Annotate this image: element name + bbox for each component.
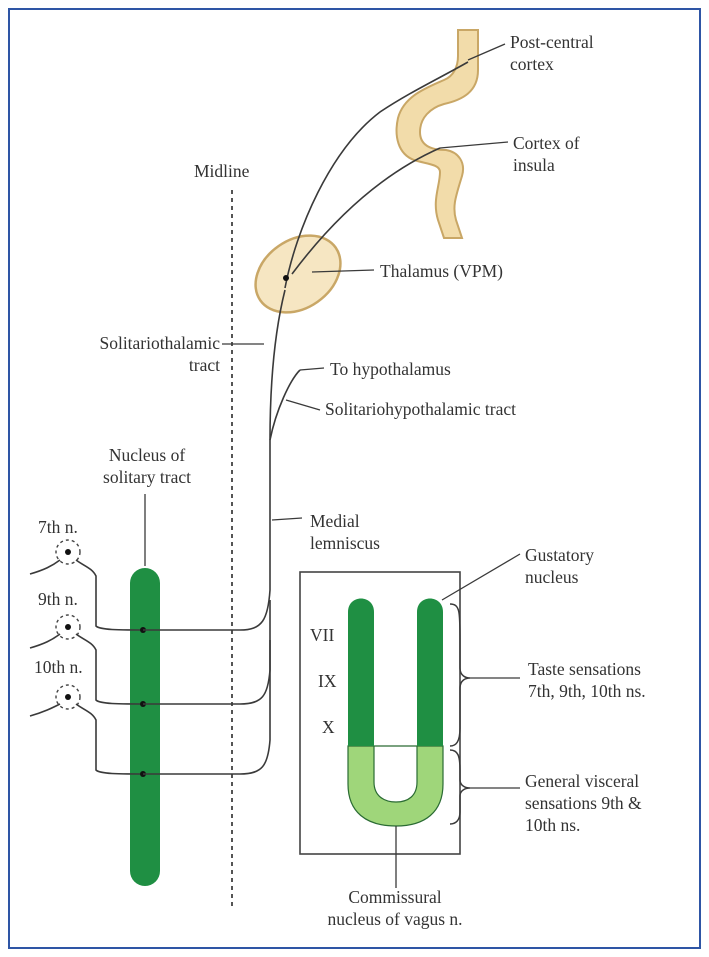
label-gustatory-nucleus: Gustatory nucleus [525, 544, 594, 588]
gustatory-right-arm [417, 599, 443, 747]
ganglion-10th [56, 685, 80, 709]
commissural-nucleus-shape [348, 746, 443, 826]
thalamus-shape [241, 220, 355, 328]
label-midline: Midline [194, 160, 249, 182]
label-cortex-of-insula: Cortex of insula [513, 132, 580, 176]
label-vii: VII [310, 624, 334, 646]
label-taste-sensations: Taste sensations 7th, 9th, 10th ns. [528, 658, 646, 702]
label-thalamus-vpm: Thalamus (VPM) [380, 260, 503, 282]
label-nucleus-of-solitary-tract: Nucleus of solitary tract [82, 444, 212, 488]
cortex-gyrus-shape [397, 30, 478, 238]
nucleus-solitary-column [130, 568, 160, 886]
label-solitariothalamic-tract: Solitariothalamic tract [40, 332, 220, 376]
label-post-central-cortex: Post-central cortex [510, 31, 594, 75]
ganglion-9th [56, 615, 80, 639]
thalamus-synapse [283, 275, 289, 281]
label-commissural-nucleus: Commissural nucleus of vagus n. [280, 886, 510, 930]
label-9th-nerve: 9th n. [38, 588, 78, 610]
label-7th-nerve: 7th n. [38, 516, 78, 538]
label-to-hypothalamus: To hypothalamus [330, 358, 451, 380]
label-solitariohypothalamic-tract: Solitariohypothalamic tract [325, 398, 516, 420]
label-general-visceral-sensations: General visceral sensations 9th & 10th n… [525, 770, 642, 836]
gustatory-left-arm [348, 599, 374, 747]
label-10th-nerve: 10th n. [34, 656, 83, 678]
label-ix: IX [318, 670, 336, 692]
label-medial-lemniscus: Medial lemniscus [310, 510, 380, 554]
label-x: X [322, 716, 335, 738]
